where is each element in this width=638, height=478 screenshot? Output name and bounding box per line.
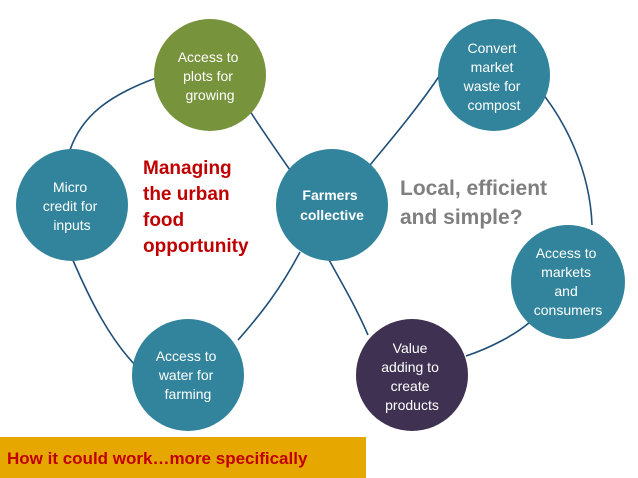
node-label-line: consumers [534,302,602,318]
node-label-line: growing [185,87,234,103]
node-circle [438,19,550,131]
node-access-markets: Access to markets and consumers [511,225,625,339]
node-label-line: compost [468,97,521,113]
title-line: Managing [143,158,232,179]
title-line: the urban [143,184,230,205]
node-micro-credit: Micro credit for inputs [16,149,128,261]
svg-text:Access to markets: Access to markets and consumers [534,245,602,318]
edge-credit-water [71,257,139,369]
node-circle [356,319,468,431]
svg-text:Farmers collective: Farmers collective [300,187,364,223]
node-convert-waste: Convert market waste for compost [438,19,550,131]
connectors [69,71,593,369]
node-label-line: products [385,397,439,413]
node-label-line: and [554,283,577,299]
node-access-plots: Access to plots for growing [154,19,266,131]
node-farmers-collective: Farmers collective [276,149,388,261]
edge-value-collective [327,257,369,336]
footer-caption: How it could work…more specifically [7,449,308,468]
node-label-line: waste for [463,78,521,94]
svg-text:Value adding to cr: Value adding to create products [381,340,443,413]
node-circle [276,149,388,261]
svg-text:Access to plots for: Access to plots for growing [178,49,243,103]
footer-banner [0,437,366,478]
edge-water-collective [237,251,301,341]
node-label-line: collective [300,207,364,223]
svg-text:Convert market was: Convert market waste for compost [463,40,525,113]
question-line: Local, efficient [400,177,547,200]
node-circle [154,19,266,131]
edge-collective-waste [369,71,443,166]
node-label-line: create [391,378,430,394]
node-label-line: plots for [183,68,233,84]
node-label-line: water for [158,367,214,383]
svg-text:Micro credit for i: Micro credit for inputs [43,179,101,233]
title-line: opportunity [143,236,249,257]
node-label-line: inputs [53,217,90,233]
node-circle [16,149,128,261]
node-circle [511,225,625,339]
node-value-adding: Value adding to create products [356,319,468,431]
edge-plots-collective [247,107,291,171]
node-label-line: Convert [468,40,517,56]
node-label-line: market [471,59,514,75]
question-line: and simple? [400,206,523,229]
edge-markets-value [465,321,531,357]
node-label-line: Access to [156,348,217,364]
node-circle [132,319,244,431]
node-label-line: farming [165,386,212,402]
node-label-line: Farmers [302,187,357,203]
edge-waste-markets [537,87,593,226]
svg-text:Access to water for: Access to water for farming [156,348,221,402]
node-label-line: Access to [536,245,597,261]
node-label-line: markets [541,264,591,280]
node-label-line: Value [393,340,428,356]
node-label-line: adding to [381,359,439,375]
node-label-line: Micro [53,179,87,195]
diagram-title: Managing the urban food opportunity [143,158,249,257]
node-label-line: Access to [178,49,239,65]
diagram-question: Local, efficient and simple? [400,177,553,229]
node-access-water: Access to water for farming [132,319,244,431]
title-line: food [143,210,184,231]
node-label-line: credit for [43,198,98,214]
edge-plots-credit [69,77,157,151]
